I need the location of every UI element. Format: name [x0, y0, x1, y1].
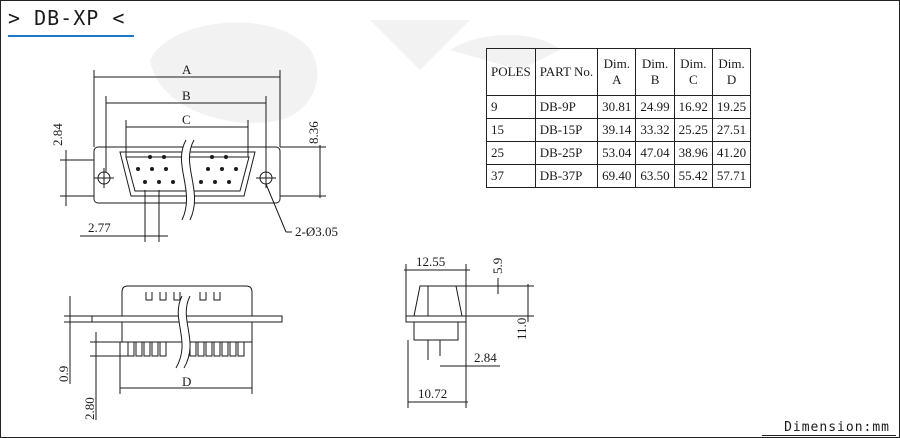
table-header-cell: PART No. [534, 48, 599, 96]
table-cell: DB-25P [534, 141, 599, 165]
front-pins [136, 155, 238, 184]
side-flange [405, 315, 467, 323]
table-header-cell: Dim. B [635, 48, 675, 96]
dimension-note-underline [762, 435, 896, 436]
title-underline [8, 35, 134, 37]
table-cell: 19.25 [711, 95, 752, 119]
side-view [404, 264, 534, 408]
table-cell: 27.51 [711, 118, 752, 142]
table-row: 9 DB-9P 30.81 24.99 16.92 19.25 [486, 95, 752, 119]
table-cell: DB-37P [534, 164, 599, 188]
table-cell: 16.92 [673, 95, 713, 119]
dimension-table: POLES PART No. Dim. A Dim. B Dim. C Dim.… [486, 48, 752, 188]
bottom-slots [145, 292, 221, 301]
table-header-cell: Dim. A [597, 48, 637, 96]
table-cell: 57.71 [711, 164, 752, 188]
label-d: D [182, 374, 191, 389]
table-header-row: POLES PART No. Dim. A Dim. B Dim. C Dim.… [486, 48, 752, 96]
table-cell: 25 [486, 141, 536, 165]
table-cell: 53.04 [597, 141, 637, 165]
table-cell: 47.04 [635, 141, 675, 165]
table-cell: 37 [486, 164, 536, 188]
table-cell: 55.42 [673, 164, 713, 188]
bottom-view [64, 285, 283, 420]
dim-pin-label: 2.84 [474, 350, 497, 365]
dim-side-top-right-label: 5.9 [490, 258, 505, 274]
dim-bottom-label: 2.77 [88, 220, 111, 235]
page-title: > DB-XP < [8, 6, 126, 30]
table-cell: DB-9P [534, 95, 599, 119]
dim-right-label: 8.36 [306, 121, 321, 144]
bottom-pins [127, 342, 245, 357]
table-row: 15 DB-15P 39.14 33.32 25.25 27.51 [486, 118, 752, 142]
table-cell: 30.81 [597, 95, 637, 119]
table-cell: DB-15P [534, 118, 599, 142]
table-row: 37 DB-37P 69.40 63.50 55.42 57.71 [486, 164, 752, 188]
table-header-cell: POLES [486, 48, 536, 96]
label-a: A [182, 62, 192, 77]
table-cell: 9 [486, 95, 536, 119]
table-cell: 63.50 [635, 164, 675, 188]
hole-note: 2-Ø3.05 [295, 224, 338, 239]
dim-bottom-1-label: 0.9 [56, 366, 71, 382]
table-cell: 24.99 [635, 95, 675, 119]
dim-side-top-label: 12.55 [416, 254, 445, 269]
front-shell-inner [125, 156, 250, 192]
break-gap [181, 138, 195, 222]
table-cell: 39.14 [597, 118, 637, 142]
table-header-cell: Dim. D [711, 48, 752, 96]
label-c: C [182, 112, 191, 127]
side-body [413, 321, 459, 341]
dim-side-right-label: 11.0 [514, 318, 529, 340]
bottom-shell [121, 285, 253, 316]
dim-side-bottom-label: 10.72 [418, 386, 447, 401]
table-cell: 41.20 [711, 141, 752, 165]
table-cell: 33.32 [635, 118, 675, 142]
front-shell-outer [119, 151, 256, 197]
front-view [60, 70, 326, 242]
side-shell [413, 285, 463, 317]
table-row: 25 DB-25P 53.04 47.04 38.96 41.20 [486, 141, 752, 165]
table-header-cell: Dim. C [673, 48, 713, 96]
table-cell: 25.25 [673, 118, 713, 142]
label-b: B [182, 88, 191, 103]
table-cell: 15 [486, 118, 536, 142]
hole-leader [265, 183, 287, 233]
table-cell: 38.96 [673, 141, 713, 165]
table-cell: 69.40 [597, 164, 637, 188]
dimension-unit-note: Dimension:mm [784, 420, 890, 435]
dim-left-label: 2.84 [50, 123, 65, 146]
dim-bottom-2-label: 2.80 [82, 397, 97, 420]
